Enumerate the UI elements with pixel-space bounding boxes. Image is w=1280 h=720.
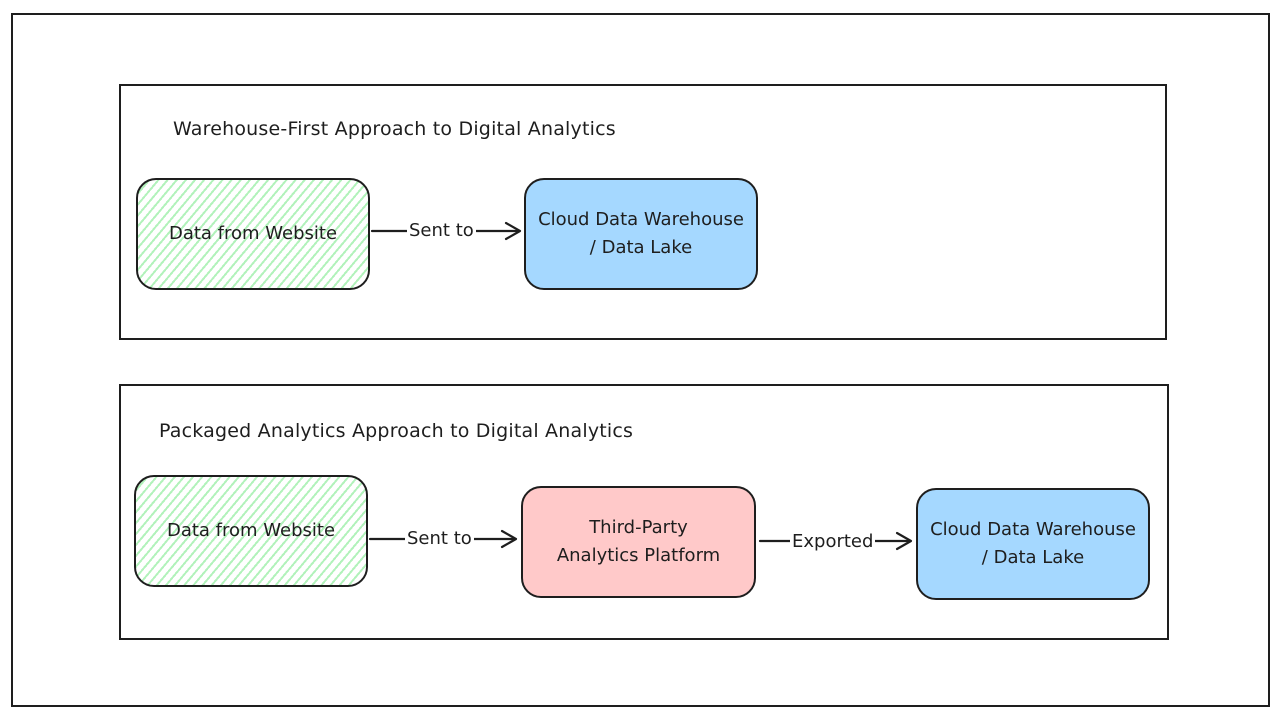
node-label: Data from Website [168, 223, 338, 244]
edge-label-exported: Exported [790, 531, 876, 553]
node-label: Cloud Data Warehouse / Data Lake [538, 209, 744, 258]
edge-label-sent-to-bottom: Sent to [405, 528, 474, 550]
diagram-canvas-frame [11, 13, 1270, 707]
node-label: Third-Party Analytics Platform [556, 517, 721, 566]
node-data-from-website-bottom[interactable]: Data from Website [134, 475, 368, 587]
node-data-from-website-top[interactable]: Data from Website [136, 178, 370, 290]
section-title-packaged-analytics: Packaged Analytics Approach to Digital A… [159, 420, 634, 442]
section-title-warehouse-first: Warehouse-First Approach to Digital Anal… [173, 118, 616, 140]
node-cloud-warehouse-top[interactable]: Cloud Data Warehouse / Data Lake [524, 178, 758, 290]
edge-label-sent-to-top: Sent to [407, 220, 476, 242]
node-cloud-warehouse-bottom[interactable]: Cloud Data Warehouse / Data Lake [916, 488, 1150, 600]
node-label: Data from Website [166, 520, 336, 541]
node-third-party-analytics[interactable]: Third-Party Analytics Platform [521, 486, 756, 598]
node-label: Cloud Data Warehouse / Data Lake [930, 519, 1136, 568]
